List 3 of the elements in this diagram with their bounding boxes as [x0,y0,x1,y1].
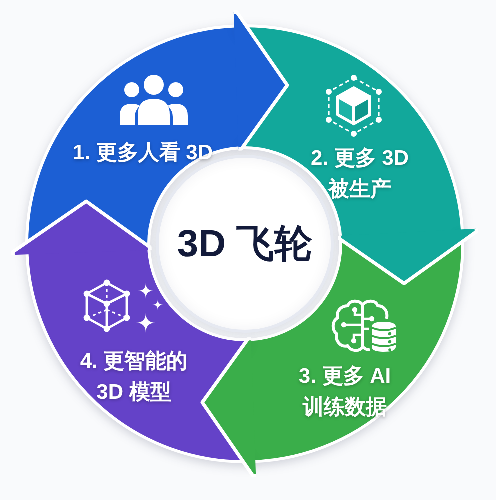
hub-label: 3D 飞轮 [177,222,313,268]
step-label: 2. 更多 3D被生产 [310,146,410,203]
step-label: 4. 更智能的3D 模型 [80,349,188,406]
